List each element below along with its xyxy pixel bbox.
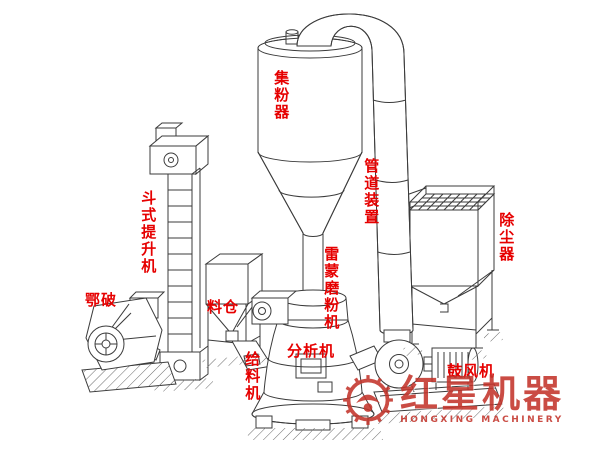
label-powder-collector: 集粉器 (272, 70, 291, 121)
watermark: 红星机器 HONGXING MACHINERY (342, 374, 564, 426)
watermark-text: 红星机器 HONGXING MACHINERY (400, 375, 564, 425)
label-hopper: 料仓 (207, 298, 240, 316)
label-jaw-crusher: 鄂破 (85, 291, 118, 309)
label-feeder: 给料机 (243, 351, 262, 402)
label-dust-collector: 除尘器 (497, 212, 516, 263)
jaw-crusher-drawing (81, 291, 177, 393)
label-bucket-elevator: 斗式提升机 (139, 190, 158, 275)
gear-logo-icon (343, 375, 393, 425)
dust-collector-drawing (397, 185, 499, 349)
watermark-caption: HONGXING MACHINERY (400, 415, 564, 425)
label-analyzer: 分析机 (287, 342, 336, 360)
label-raymond-mill: 雷蒙磨粉机 (322, 246, 341, 331)
label-pipe-device: 管道装置 (362, 158, 381, 226)
raymond-mill-drawing (250, 289, 375, 431)
label-blower: 鼓风机 (447, 362, 496, 380)
watermark-brand: 红星机器 (400, 372, 565, 416)
ground-hatching (152, 332, 505, 440)
